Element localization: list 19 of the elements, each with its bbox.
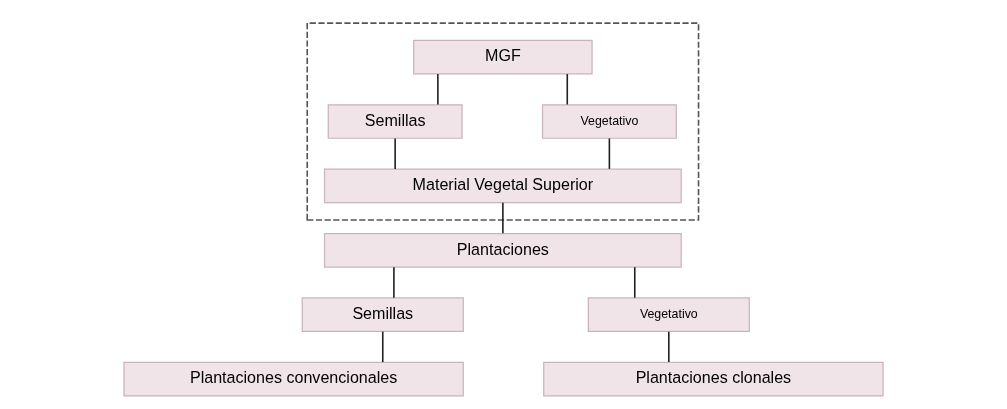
node-box: Plantaciones convencionales [123, 361, 464, 397]
connector [393, 266, 395, 299]
node-box: Vegetativo [541, 104, 677, 139]
cluster [306, 22, 700, 221]
node-box: Semillas [327, 104, 463, 139]
node-box: Vegetativo [587, 297, 750, 333]
connector [566, 73, 569, 106]
node-box: Semillas [301, 297, 464, 333]
connector [381, 330, 384, 363]
connector [437, 73, 439, 106]
node-box: Material Vegetal Superior [323, 168, 682, 204]
connector [608, 137, 611, 170]
connector [502, 202, 504, 235]
connector [394, 137, 396, 170]
connector [633, 266, 636, 299]
connector [668, 330, 670, 363]
node-box: Plantaciones clonales [543, 361, 884, 397]
node-box: MGF [413, 39, 593, 75]
node-box: Plantaciones [323, 233, 682, 268]
